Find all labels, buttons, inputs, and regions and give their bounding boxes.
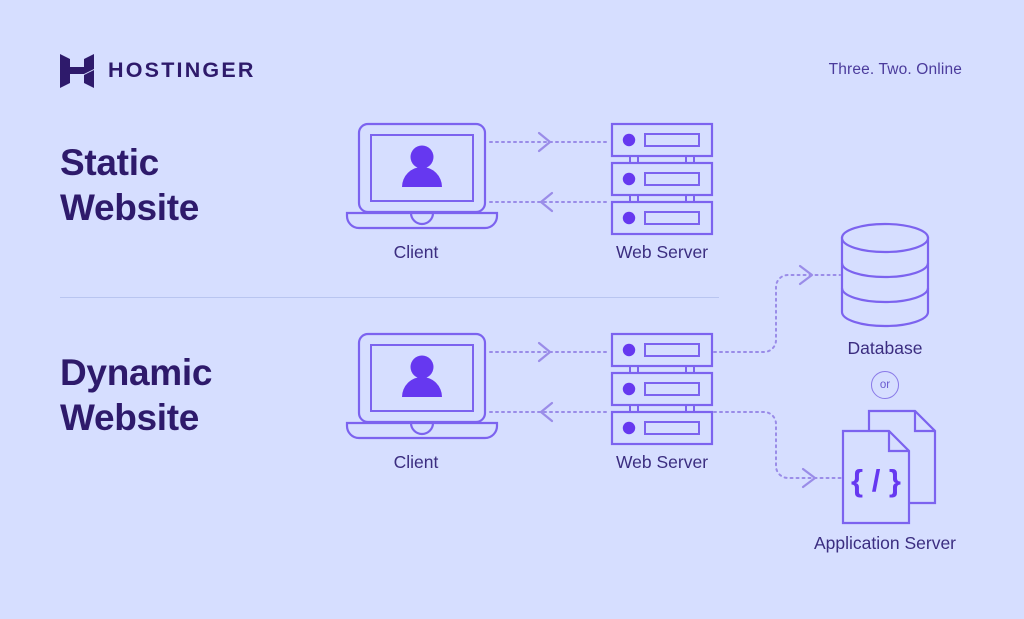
- section-title-dynamic-line1: Dynamic: [60, 352, 213, 393]
- static-connection-response: [489, 191, 611, 213]
- static-client-icon: [345, 122, 499, 230]
- static-diagram-group: [345, 122, 714, 236]
- hostinger-h-mark-icon: [60, 54, 94, 88]
- label-static-web-server: Web Server: [615, 242, 709, 262]
- or-badge: or: [871, 371, 899, 399]
- label-static-client: Client: [393, 242, 439, 262]
- brand-lockup: HOSTINGER: [60, 52, 256, 90]
- section-title-static-line1: Static: [60, 142, 159, 183]
- database-icon: [840, 222, 930, 328]
- dynamic-web-server-icon: [610, 332, 714, 446]
- label-dynamic-client: Client: [393, 452, 439, 472]
- section-title-dynamic-line2: Website: [60, 397, 200, 439]
- section-title-dynamic: Dynamic Website: [60, 350, 212, 440]
- label-database: Database: [847, 338, 923, 358]
- static-web-server-icon: [610, 122, 714, 236]
- brand-tagline: Three. Two. Online: [828, 61, 962, 78]
- label-application-server: Application Server: [813, 533, 957, 553]
- application-server-icon: [841, 409, 937, 525]
- dynamic-diagram-group: [345, 222, 937, 525]
- dynamic-connection-request: [489, 341, 611, 363]
- section-title-static-line2: Website: [60, 187, 200, 229]
- dynamic-connection-response: [489, 401, 611, 423]
- static-connection-request: [489, 131, 611, 153]
- brand-name: HOSTINGER: [108, 58, 256, 83]
- dynamic-connection-database: [713, 264, 841, 353]
- section-title-static: Static Website: [60, 140, 199, 230]
- label-dynamic-web-server: Web Server: [615, 452, 709, 472]
- section-divider: [60, 297, 719, 298]
- dynamic-client-icon: [345, 332, 499, 440]
- dynamic-connection-application-server: [713, 411, 842, 489]
